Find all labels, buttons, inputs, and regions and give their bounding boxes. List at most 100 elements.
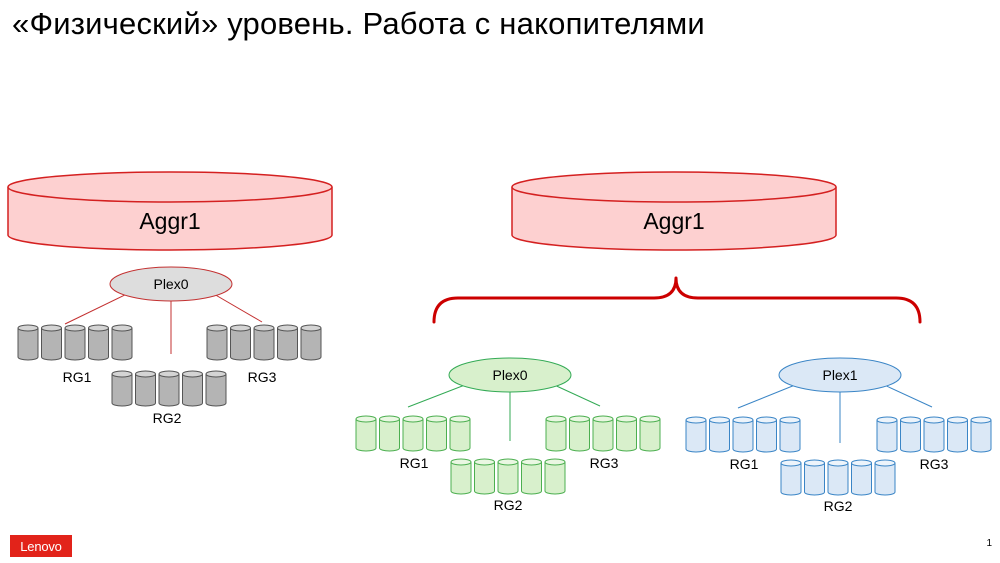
plex0-raid-group-2 xyxy=(450,458,566,495)
disk-top xyxy=(639,415,661,423)
disk-body xyxy=(521,462,542,495)
plex0-label: Plex0 xyxy=(492,367,527,383)
disk-icon xyxy=(900,416,921,453)
disk-body xyxy=(544,462,566,495)
disk-icon xyxy=(41,324,62,361)
plex0-rg3-label: RG3 xyxy=(590,455,619,471)
disk-icon xyxy=(947,416,968,453)
plex1-rg2-label: RG2 xyxy=(824,498,853,514)
disk-body xyxy=(111,374,133,407)
disk-body xyxy=(732,420,754,453)
mirror-brace xyxy=(432,276,922,324)
left-rg1-label: RG1 xyxy=(63,369,92,385)
plex1-connector-rg3 xyxy=(879,382,933,408)
disk-body xyxy=(947,420,968,453)
disk-icon xyxy=(277,324,298,361)
disk-top xyxy=(450,458,472,466)
disk-icon xyxy=(779,416,801,453)
disk-body xyxy=(88,328,109,361)
disk-body xyxy=(497,462,519,495)
disk-top xyxy=(41,324,62,332)
disk-top xyxy=(970,416,992,424)
disk-body xyxy=(900,420,921,453)
disk-body xyxy=(827,463,849,496)
disk-body xyxy=(182,374,203,407)
disk-top xyxy=(135,370,156,378)
disk-body xyxy=(923,420,945,453)
disk-icon xyxy=(804,459,825,496)
disk-icon xyxy=(426,415,447,452)
disk-top xyxy=(379,415,400,423)
plex1-raid-group-1 xyxy=(685,416,801,453)
disk-body xyxy=(592,419,614,452)
right-plex0: Plex0 xyxy=(407,357,601,441)
disk-top xyxy=(947,416,968,424)
disk-icon xyxy=(732,416,754,453)
disk-body xyxy=(379,419,400,452)
disk-icon xyxy=(780,459,802,496)
plex0-raid-group-1 xyxy=(355,415,471,452)
page-number: 1 xyxy=(986,538,992,549)
disk-top xyxy=(355,415,377,423)
disk-body xyxy=(158,374,180,407)
disk-top xyxy=(158,370,180,378)
disk-top xyxy=(277,324,298,332)
disk-icon xyxy=(592,415,614,452)
plex1-ellipse xyxy=(778,357,902,393)
disk-top xyxy=(732,416,754,424)
disk-icon xyxy=(827,459,849,496)
left-plex: Plex0 xyxy=(64,266,263,354)
disk-body xyxy=(253,328,275,361)
disk-icon xyxy=(545,415,567,452)
left-plex-ellipse xyxy=(109,266,233,302)
disk-top xyxy=(206,324,228,332)
disk-body xyxy=(402,419,424,452)
lenovo-logo: Lenovo xyxy=(10,535,72,557)
plex1-raid-group-3 xyxy=(876,416,992,453)
disk-body xyxy=(756,420,777,453)
disk-icon xyxy=(449,415,471,452)
disk-icon xyxy=(111,370,133,407)
disk-body xyxy=(709,420,730,453)
plex1-rg1-label: RG1 xyxy=(730,456,759,472)
left-plex-label: Plex0 xyxy=(153,276,188,292)
disk-icon xyxy=(544,458,566,495)
disk-icon xyxy=(685,416,707,453)
disk-icon xyxy=(616,415,637,452)
left-raid-group-1 xyxy=(17,324,133,361)
disk-icon xyxy=(17,324,39,361)
left-connector-rg1 xyxy=(64,289,136,325)
disk-body xyxy=(355,419,377,452)
plex0-connector-rg1 xyxy=(407,382,471,408)
disk-body xyxy=(876,420,898,453)
disk-icon xyxy=(851,459,872,496)
disk-top xyxy=(900,416,921,424)
disk-top xyxy=(779,416,801,424)
disk-top xyxy=(205,370,227,378)
left-rg3-label: RG3 xyxy=(248,369,277,385)
disk-icon xyxy=(111,324,133,361)
disk-top xyxy=(111,324,133,332)
disk-icon xyxy=(874,459,896,496)
disk-top xyxy=(300,324,322,332)
disk-top xyxy=(569,415,590,423)
disk-top xyxy=(923,416,945,424)
disk-icon xyxy=(970,416,992,453)
disk-icon xyxy=(88,324,109,361)
disk-top xyxy=(592,415,614,423)
disk-top xyxy=(804,459,825,467)
left-aggregate-body xyxy=(7,187,333,251)
disk-top xyxy=(874,459,896,467)
disk-body xyxy=(17,328,39,361)
disk-icon xyxy=(205,370,227,407)
disk-body xyxy=(64,328,86,361)
disk-body xyxy=(685,420,707,453)
disk-icon xyxy=(521,458,542,495)
disk-top xyxy=(426,415,447,423)
left-aggregate-top xyxy=(7,171,333,203)
disk-top xyxy=(521,458,542,466)
disk-top xyxy=(402,415,424,423)
plex1-label: Plex1 xyxy=(822,367,857,383)
disk-body xyxy=(874,463,896,496)
right-aggregate-top xyxy=(511,171,837,203)
